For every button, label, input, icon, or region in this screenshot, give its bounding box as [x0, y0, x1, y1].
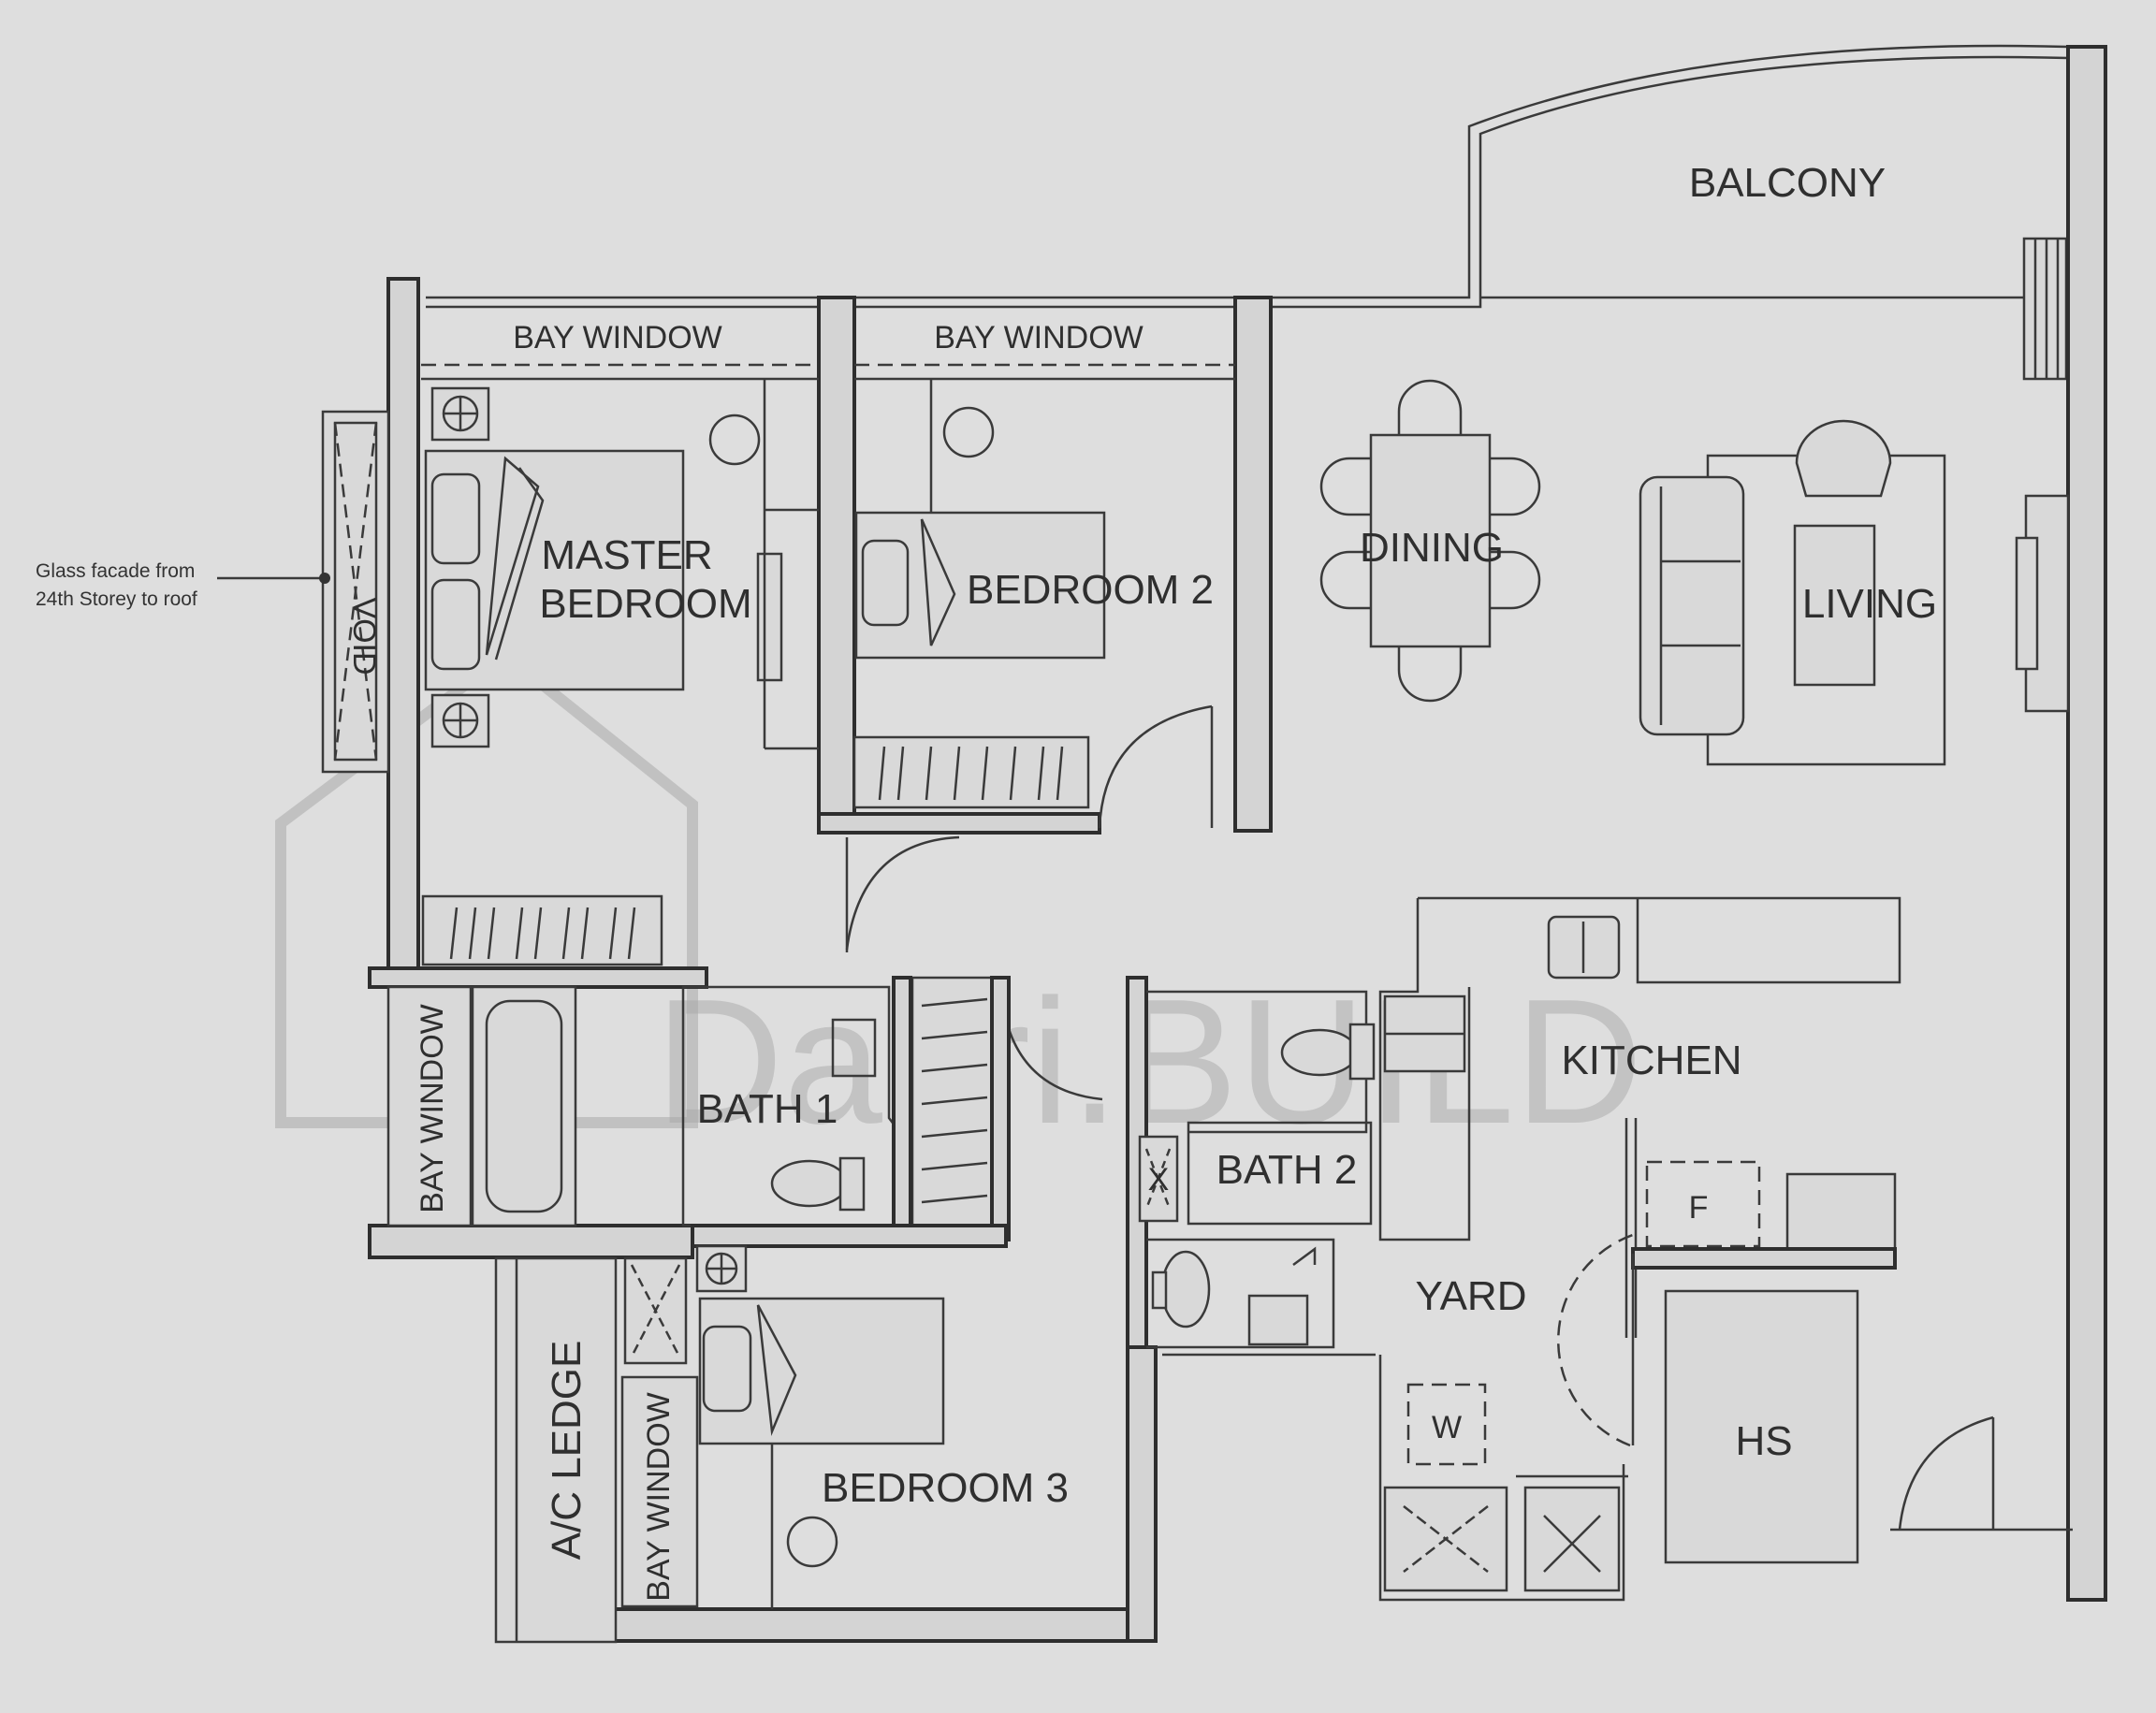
- tv-console: [2015, 494, 2070, 713]
- bedroom-2-label: BEDROOM 2: [967, 567, 1214, 613]
- wc-basin: [1247, 1294, 1309, 1346]
- household-shelter: [1664, 1289, 1859, 1564]
- yard-shaft-right: [1523, 1486, 1621, 1592]
- bay-window-label-1: BAY WINDOW: [513, 320, 722, 356]
- bay-window-label-3: BAY WINDOW: [415, 1004, 450, 1213]
- wc-toilet: [1151, 1250, 1211, 1328]
- bedroom-2-door-swing: [1098, 704, 1213, 829]
- void-area: VOID: [321, 410, 390, 774]
- bay-window-strip-top: [421, 363, 1235, 381]
- master-chair: [708, 414, 761, 466]
- watermark: Daltri.BUILD: [275, 647, 1643, 1161]
- corridor-wall-left: [892, 976, 912, 1241]
- bath-2-toilet: [1280, 1023, 1376, 1081]
- bath-2-label: BATH 2: [1216, 1147, 1358, 1193]
- bedroom-3-top-wall: [691, 1224, 1008, 1248]
- balcony-railing-detail: [2022, 237, 2068, 381]
- dining-label: DINING: [1360, 525, 1504, 571]
- entry-door-swing: [1898, 1415, 1994, 1531]
- bath-2-shaft: X: [1138, 1135, 1179, 1223]
- washer-space: [1406, 1383, 1487, 1466]
- bay-window-label-2: BAY WINDOW: [934, 320, 1144, 356]
- wc-shower-valve: [1292, 1246, 1317, 1267]
- bay-window-label-4: BAY WINDOW: [641, 1392, 677, 1602]
- bath-1-label: BATH 1: [697, 1086, 838, 1132]
- dining-table: [1319, 379, 1541, 703]
- bedroom-3-chair: [786, 1516, 838, 1568]
- nightstand-top: [430, 386, 490, 442]
- bath-1-top-wall: [368, 966, 708, 989]
- glass-facade-note: Glass facade from 24th Storey to roof: [36, 560, 330, 610]
- note-line-1: Glass facade from: [36, 560, 195, 582]
- bath-2-shaft-tag: X: [1148, 1162, 1170, 1198]
- bedroom-3-nightstand: [695, 1244, 748, 1293]
- note-line-2: 24th Storey to roof: [36, 588, 197, 610]
- kitchen-counter-right: [1785, 1172, 1897, 1253]
- bath-1-toilet: [770, 1156, 866, 1212]
- bath-1-tub: [471, 985, 577, 1227]
- fridge-space: [1645, 1160, 1761, 1248]
- master-wardrobe: [421, 894, 663, 966]
- kitchen-label: KITCHEN: [1561, 1038, 1741, 1083]
- armchair: [1795, 419, 1892, 498]
- bedroom-3-shaft: [623, 1256, 688, 1365]
- void-label: VOID: [346, 597, 382, 675]
- coffee-table: [1793, 524, 1876, 687]
- bedroom-partition-wall: [817, 296, 856, 833]
- fridge-tag: F: [1689, 1190, 1709, 1226]
- master-tv-console: [756, 552, 783, 682]
- bath-2-room: [1187, 1121, 1373, 1226]
- yard-label: YARD: [1416, 1273, 1527, 1319]
- living-label: LIVING: [1802, 581, 1937, 627]
- balcony-label: BALCONY: [1689, 160, 1886, 206]
- corridor-wardrobe: [910, 976, 994, 1237]
- corridor-wall-right: [990, 976, 1011, 1241]
- bedroom-2-chair: [942, 406, 995, 458]
- master-bedroom-label-2: BEDROOM: [539, 581, 751, 627]
- hs-label: HS: [1735, 1418, 1792, 1464]
- bedroom-2-bed: [854, 511, 1106, 660]
- bedroom-3-bay-window-box: [620, 1375, 699, 1608]
- sofa: [1639, 475, 1745, 736]
- washer-tag: W: [1432, 1410, 1462, 1445]
- living-partition-wall: [1233, 296, 1273, 833]
- master-bedroom-label-1: MASTER: [541, 532, 712, 578]
- ac-ledge-label: A/C LEDGE: [544, 1341, 590, 1561]
- balcony-outline: [426, 44, 2069, 381]
- bedroom-3-bed: [698, 1297, 945, 1445]
- hs-outer-top: [1631, 1247, 1897, 1270]
- watermark-text: Daltri.BUILD: [655, 963, 1643, 1161]
- bedroom-2-bottom-wall: [817, 812, 1101, 835]
- corridor-door-swing: [845, 835, 960, 951]
- bedroom-3-bottom-wall: [611, 1607, 1158, 1643]
- bedroom-3-right-wall: [1126, 1345, 1158, 1643]
- master-bed: [424, 449, 685, 691]
- yard-shaft-left: [1383, 1486, 1508, 1592]
- bedroom-3-label: BEDROOM 3: [822, 1465, 1069, 1511]
- bath-1-bottom-wall: [368, 1224, 694, 1259]
- nightstand-bottom: [430, 693, 490, 748]
- bath-1-basin: [831, 1018, 877, 1078]
- right-exterior-wall: [2066, 45, 2107, 1602]
- yard-door-swing: [1556, 1233, 1634, 1447]
- bedroom-2-wardrobe: [852, 735, 1090, 809]
- bath-1-bay-window-box: [386, 985, 473, 1227]
- note-pointer-dot: [319, 573, 330, 584]
- watermark-house-icon: [275, 647, 698, 1128]
- left-exterior-wall: [386, 277, 420, 989]
